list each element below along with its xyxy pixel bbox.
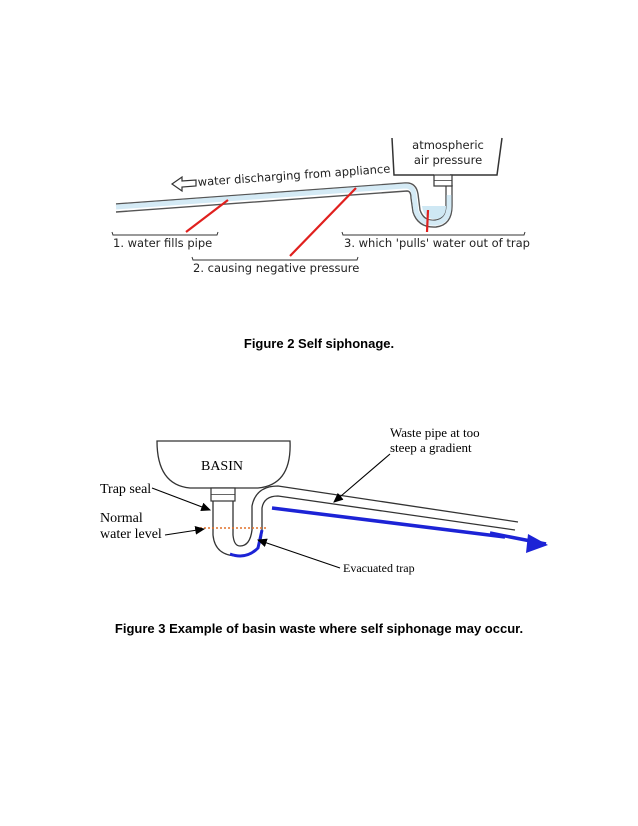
discharge-pipe — [115, 182, 447, 221]
trap-seal-label: Trap seal — [100, 482, 151, 497]
normal-water-level-label-line1: Normal — [100, 511, 143, 526]
pointer-line-2 — [289, 187, 357, 257]
basin-trap-inner — [232, 485, 519, 547]
waste-pipe-label-line2: steep a gradient — [390, 440, 472, 455]
pointer-line-3 — [425, 209, 430, 233]
waste-pipe-label-line1: Waste pipe at too — [390, 425, 480, 440]
pipe-water — [115, 183, 452, 226]
normal-water-level-pointer — [164, 525, 206, 536]
figure-3-basin-waste-diagram: BASIN Waste pipe at too steep a gradient… — [100, 425, 548, 575]
waste-pipe-pointer — [333, 453, 391, 503]
figure-2-self-siphonage-diagram: water discharging from appliance atmosph… — [111, 137, 530, 275]
step2-label: 2. causing negative pressure — [193, 261, 359, 275]
atmospheric-label: atmospheric — [412, 138, 484, 152]
trap-residual-water — [229, 529, 264, 558]
step1-label: 1. water fills pipe — [113, 236, 212, 250]
appliance-bowl — [391, 137, 503, 176]
pointer-line-1 — [185, 199, 229, 233]
discharge-pipe-inner — [115, 185, 453, 228]
basin-label: BASIN — [201, 459, 243, 474]
trap-seal-pointer — [151, 487, 212, 511]
evacuated-trap-pointer — [256, 538, 341, 569]
basin-bowl — [156, 440, 291, 489]
discharge-arrow-icon — [170, 175, 197, 193]
bracket-step3 — [341, 231, 526, 236]
evacuated-trap-label: Evacuated trap — [343, 561, 415, 575]
water-flow-streak — [271, 506, 506, 539]
figure-2-caption: Figure 2 Self siphonage. — [243, 336, 395, 351]
flow-arrow-head-icon — [526, 534, 548, 553]
figure-3-caption: Figure 3 Example of basin waste where se… — [114, 621, 524, 636]
bracket-step1 — [111, 231, 219, 236]
air-pressure-label: air pressure — [414, 153, 482, 167]
bracket-step2 — [191, 256, 359, 261]
step3-label: 3. which 'pulls' water out of trap — [344, 236, 530, 250]
normal-water-level-label-line2: water level — [100, 527, 162, 542]
